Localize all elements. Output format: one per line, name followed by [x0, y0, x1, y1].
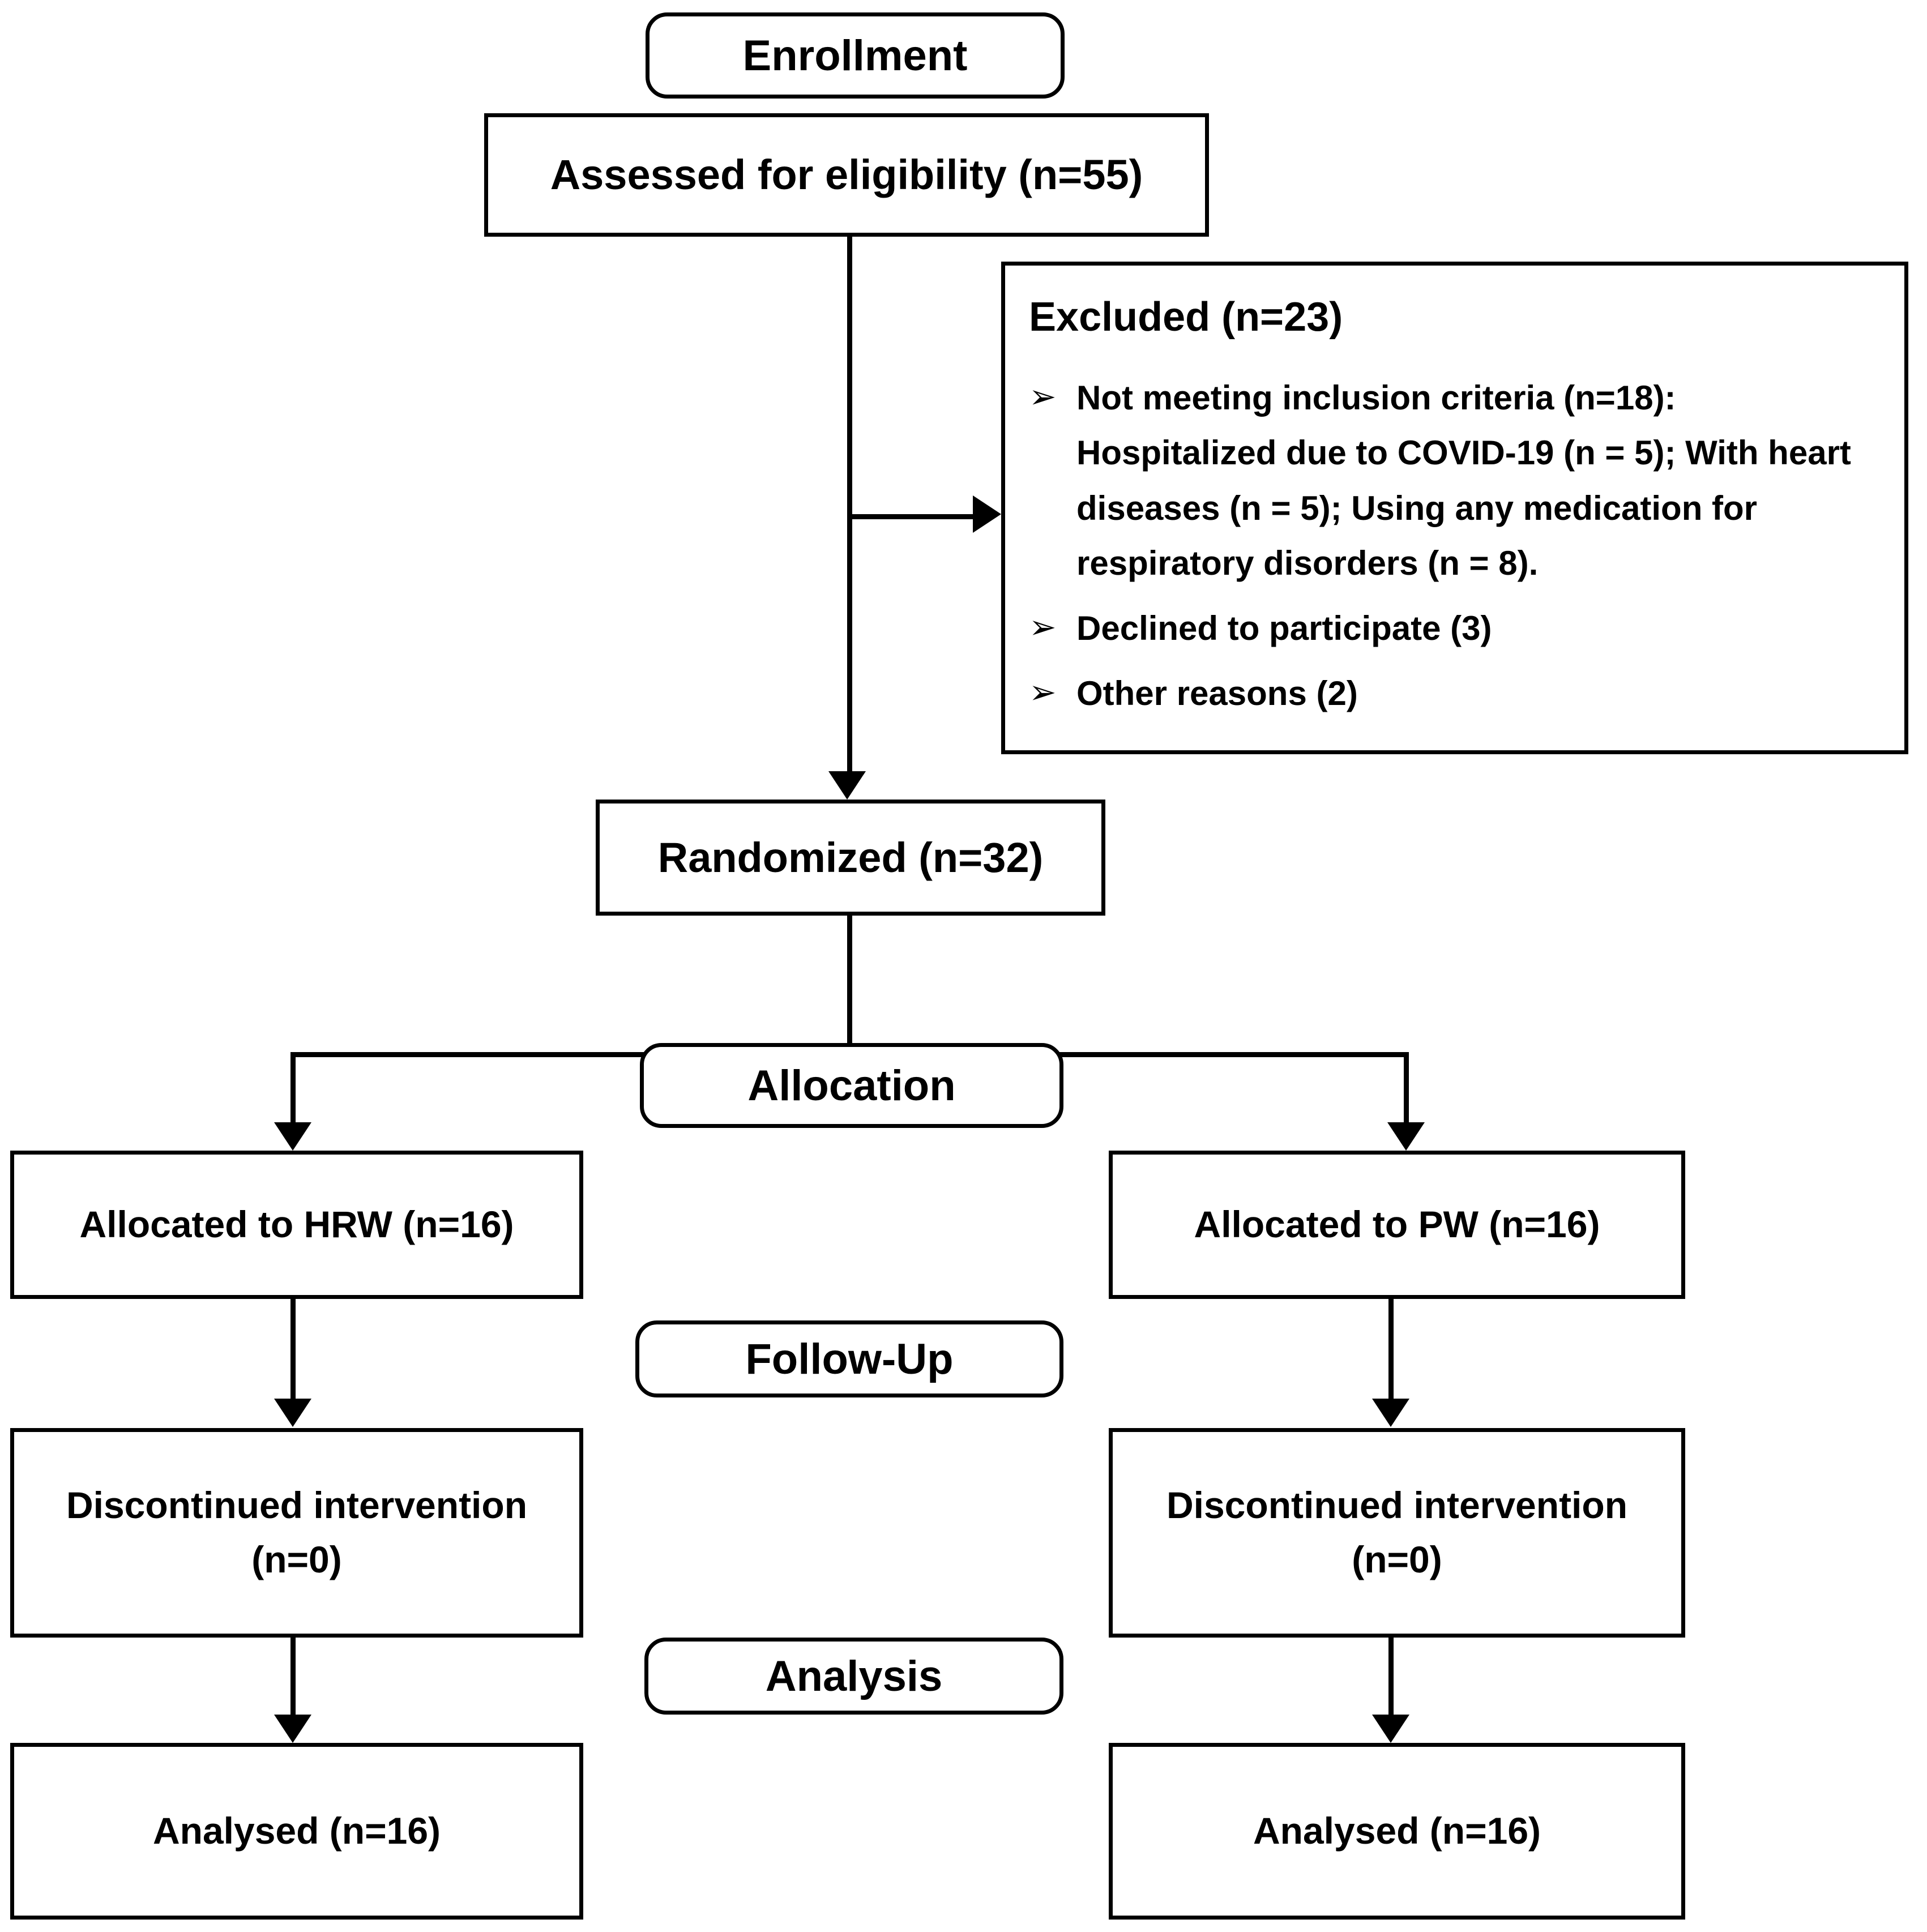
list-item: ➢ Other reasons (2): [1029, 666, 1885, 721]
stage-label-allocation: Allocation: [640, 1043, 1063, 1128]
node-randomized: Randomized (n=32): [596, 800, 1105, 916]
excluded-title: Excluded (n=23): [1029, 294, 1343, 340]
node-allocated-left-arm: Allocated to HRW (n=16): [10, 1151, 583, 1299]
arrow-bullet-icon: ➢: [1029, 674, 1057, 711]
excluded-reason-text: Not meeting inclusion criteria (n=18): H…: [1076, 379, 1851, 582]
node-allocated-right-arm: Allocated to PW (n=16): [1109, 1151, 1685, 1299]
arrow-bullet-icon: ➢: [1029, 608, 1057, 646]
list-item: ➢ Declined to participate (3): [1029, 601, 1885, 656]
arrowhead-right-allocation: [1387, 1122, 1425, 1151]
connector-randomized-to-split: [847, 914, 852, 1055]
connector-assessed-to-randomized: [847, 235, 852, 773]
arrowhead-to-excluded: [973, 495, 1001, 533]
discontinued-left-line2: (n=0): [251, 1538, 342, 1580]
arrowhead-right-analysed: [1372, 1715, 1409, 1743]
arrow-bullet-icon: ➢: [1029, 378, 1057, 416]
arrowhead-to-randomized: [828, 771, 866, 800]
connector-left-discontinued-to-analysed: [290, 1638, 296, 1717]
arrowhead-left-analysed: [274, 1715, 311, 1743]
node-assessed-for-eligibility: Assessed for eligibility (n=55): [484, 113, 1209, 237]
node-discontinued-left-arm: Discontinued intervention (n=0): [10, 1428, 583, 1638]
connector-right-allocated-to-discontinued: [1388, 1299, 1394, 1401]
node-discontinued-right-arm: Discontinued intervention (n=0): [1109, 1428, 1685, 1638]
arrowhead-right-discontinued: [1372, 1399, 1409, 1427]
arrowhead-left-discontinued: [274, 1399, 311, 1427]
excluded-reason-list: ➢ Not meeting inclusion criteria (n=18):…: [1029, 370, 1885, 721]
stage-label-analysis: Analysis: [644, 1638, 1063, 1715]
discontinued-left-line1: Discontinued intervention: [66, 1484, 528, 1527]
discontinued-right-line1: Discontinued intervention: [1166, 1484, 1628, 1527]
excluded-reason-text: Declined to participate (3): [1076, 609, 1492, 647]
connector-to-excluded: [847, 514, 973, 519]
node-analysed-right-arm: Analysed (n=16): [1109, 1743, 1685, 1920]
node-excluded: Excluded (n=23) ➢ Not meeting inclusion …: [1001, 262, 1908, 754]
connector-split-to-right-arm: [1404, 1052, 1409, 1125]
excluded-reason-text: Other reasons (2): [1076, 674, 1358, 713]
connector-split-to-left-arm: [290, 1052, 296, 1125]
stage-label-followup: Follow-Up: [635, 1320, 1063, 1397]
arrowhead-left-allocation: [274, 1122, 311, 1151]
connector-left-allocated-to-discontinued: [290, 1299, 296, 1401]
stage-label-enrollment: Enrollment: [646, 12, 1065, 99]
list-item: ➢ Not meeting inclusion criteria (n=18):…: [1029, 370, 1885, 591]
node-analysed-left-arm: Analysed (n=16): [10, 1743, 583, 1920]
connector-right-discontinued-to-analysed: [1388, 1638, 1394, 1717]
discontinued-right-line2: (n=0): [1352, 1538, 1442, 1580]
